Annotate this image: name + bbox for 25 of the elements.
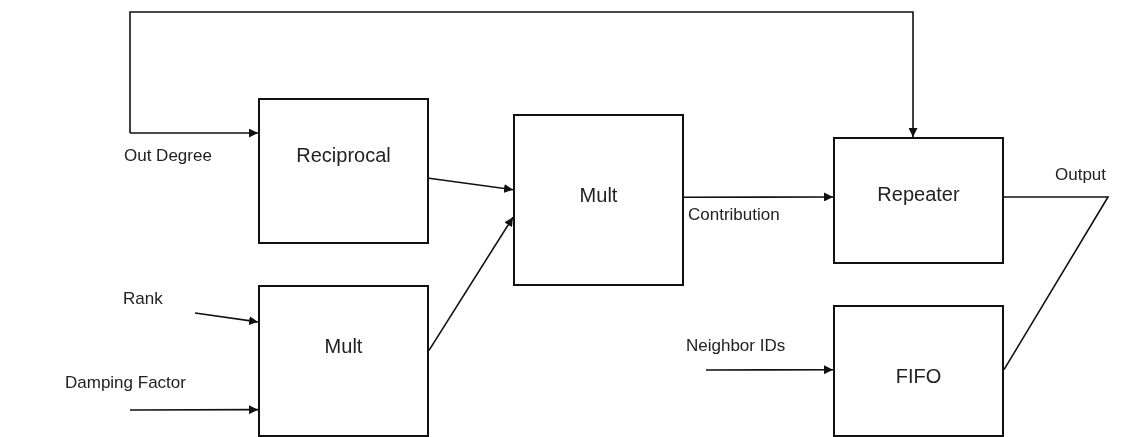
- process-box: [833, 137, 1004, 264]
- connector-line: [1003, 196, 1110, 371]
- edge-label: Contribution: [688, 205, 780, 225]
- process-box: [833, 305, 1004, 437]
- box-label: Mult: [579, 184, 618, 208]
- arrow: [129, 11, 918, 138]
- arrow: [129, 405, 259, 415]
- edge-label: Out Degree: [124, 146, 212, 166]
- box-label: Reciprocal: [296, 144, 391, 168]
- arrow: [683, 192, 834, 202]
- box-label: FIFO: [895, 365, 942, 389]
- process-box: [258, 285, 429, 437]
- box-label: Mult: [324, 335, 363, 359]
- arrow: [129, 128, 259, 138]
- arrow: [428, 216, 514, 352]
- process-box: [258, 98, 429, 244]
- edge-label: Rank: [123, 289, 163, 309]
- arrow: [194, 312, 259, 326]
- box-label: Repeater: [877, 183, 960, 207]
- edge-label: Neighbor IDs: [686, 336, 786, 356]
- edge-label: Output: [1055, 165, 1107, 185]
- arrow: [428, 177, 514, 193]
- process-box: [513, 114, 684, 286]
- edge-label: Damping Factor: [65, 373, 186, 393]
- arrow: [705, 365, 834, 375]
